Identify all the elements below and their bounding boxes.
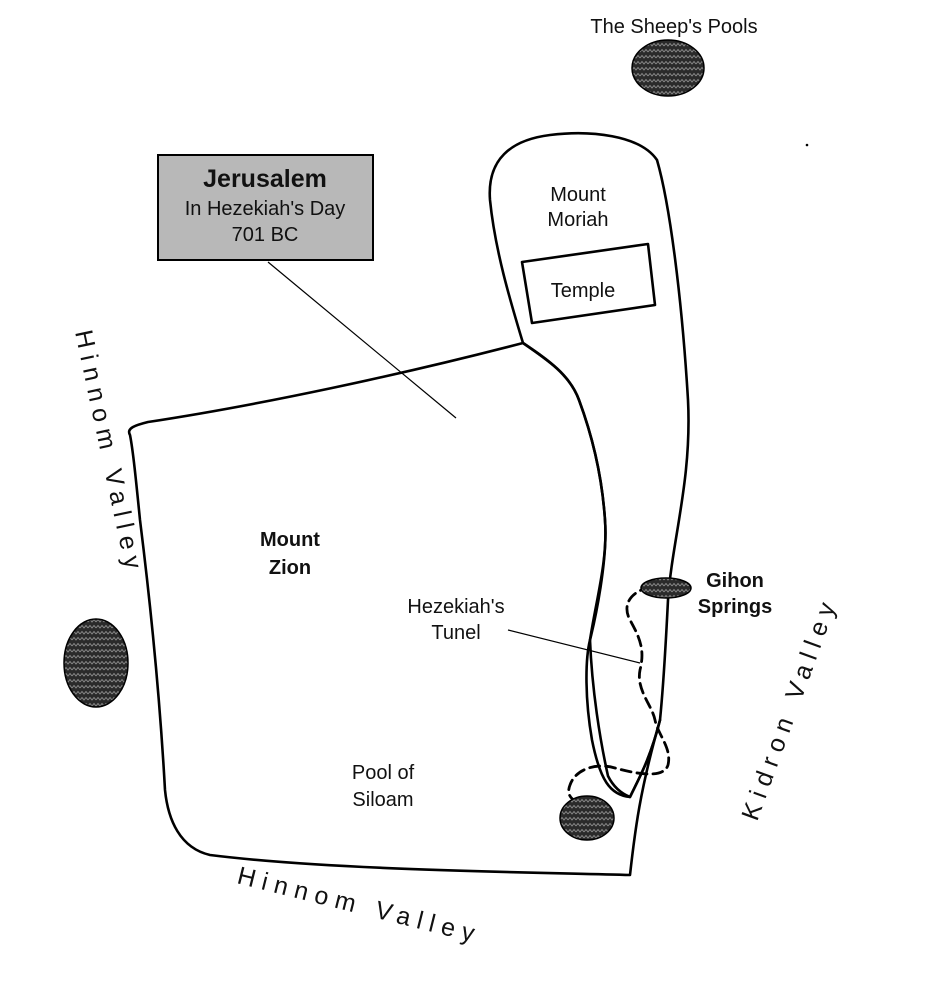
label-kidron-valley: Kidron Valley bbox=[736, 592, 843, 824]
label-hezekiahs-tunnel-line1: Hezekiah's bbox=[407, 596, 504, 618]
map-subtitle: In Hezekiah's Day bbox=[185, 198, 346, 220]
label-pool-of-siloam-line1: Pool of bbox=[352, 762, 415, 784]
label-mount-zion-line2: Zion bbox=[269, 557, 311, 579]
label-gihon-line1: Gihon bbox=[706, 570, 764, 592]
label-hezekiahs-tunnel-line2: Tunel bbox=[431, 622, 480, 644]
label-hinnom-valley-west: Hinnom Valley bbox=[69, 327, 148, 578]
sheeps-pools-pool bbox=[631, 39, 705, 97]
map-date: 701 BC bbox=[232, 224, 299, 246]
gihon-spring-pool bbox=[640, 577, 692, 599]
label-pool-of-siloam-line2: Siloam bbox=[352, 789, 413, 811]
title-leader-line bbox=[267, 261, 457, 419]
siloam-pool bbox=[559, 795, 615, 841]
label-mount-moriah-line1: Mount bbox=[550, 184, 606, 206]
stray-dot bbox=[805, 143, 809, 147]
city-wall-east bbox=[488, 132, 690, 799]
western-pool bbox=[63, 618, 129, 708]
tunnel-leader-line bbox=[507, 629, 641, 664]
label-temple: Temple bbox=[551, 280, 615, 302]
label-mount-moriah-line2: Moriah bbox=[547, 209, 608, 231]
temple-outline bbox=[520, 242, 657, 325]
label-sheeps-pools: The Sheep's Pools bbox=[590, 16, 757, 38]
map-title: Jerusalem bbox=[203, 165, 327, 193]
title-box bbox=[157, 154, 374, 261]
label-gihon-line2: Springs bbox=[698, 596, 772, 618]
label-mount-zion-line1: Mount bbox=[260, 529, 320, 551]
hezekiahs-tunnel-path bbox=[567, 585, 671, 804]
label-hinnom-valley-south: Hinnom Valley bbox=[235, 862, 485, 950]
